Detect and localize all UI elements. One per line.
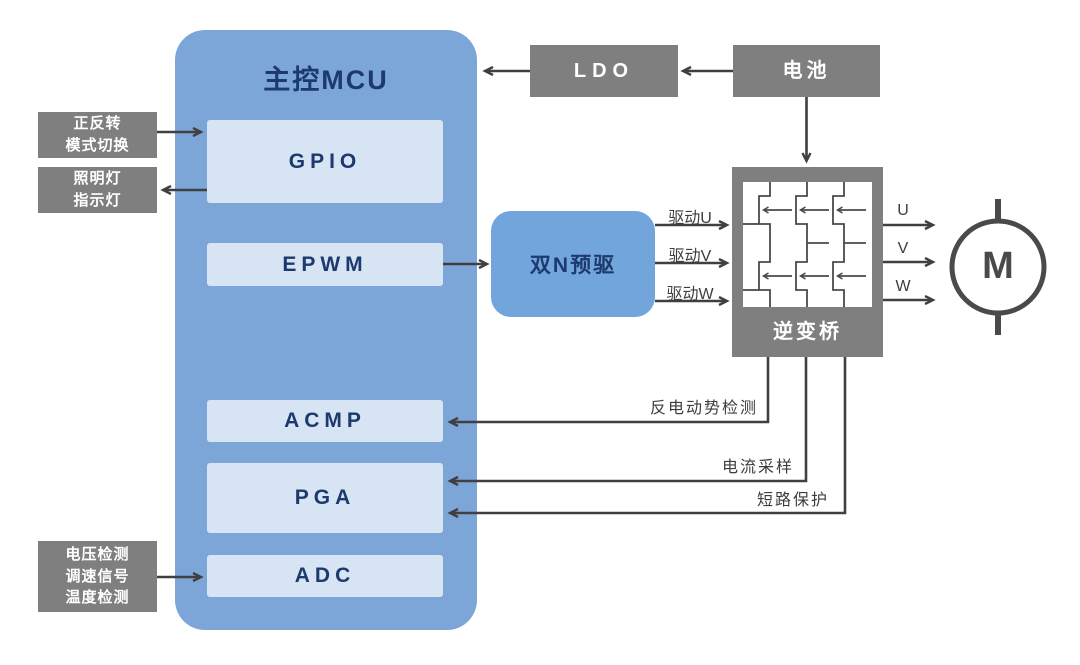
mcu-module-pga: PGA: [207, 463, 443, 533]
mcu-module-gpio: GPIO: [207, 120, 443, 203]
signal-drive-v: 驱动V: [668, 248, 712, 265]
motor-label: M: [982, 244, 1014, 287]
signal-back-emf-detect: 反电动势检测: [649, 400, 758, 417]
label-lamps-indicators: 照明灯 指示灯: [38, 167, 157, 213]
signal-current-sample: 电流采样: [721, 459, 794, 476]
label-forward-reverse-mode: 正反转 模式切换: [38, 112, 157, 158]
mcu-module-acmp: ACMP: [207, 400, 443, 442]
signal-phase-u: U: [897, 202, 909, 219]
signal-short-protect: 短路保护: [756, 492, 829, 509]
predriver-block: 双N预驱: [491, 211, 655, 317]
mcu-module-adc: ADC: [207, 555, 443, 597]
signal-phase-w: W: [895, 278, 911, 295]
mcu-module-epwm: EPWM: [207, 243, 443, 286]
ldo-block: LDO: [530, 45, 678, 97]
inverter-bridge-block: 逆变桥: [732, 167, 883, 357]
label-analog-inputs: 电压检测 调速信号 温度检测: [38, 541, 157, 612]
mcu-title: 主控MCU: [263, 65, 389, 95]
signal-drive-u: 驱动U: [668, 210, 712, 227]
inverter-bridge-label: 逆变桥: [773, 321, 842, 343]
mcu-block: 主控MCU GPIO EPWM ACMP PGA ADC: [175, 30, 477, 630]
signal-drive-w: 驱动W: [666, 286, 714, 303]
battery-block: 电池: [733, 45, 880, 97]
signal-phase-v: V: [897, 240, 909, 257]
inverter-bridge-schematic-area: [743, 182, 872, 307]
